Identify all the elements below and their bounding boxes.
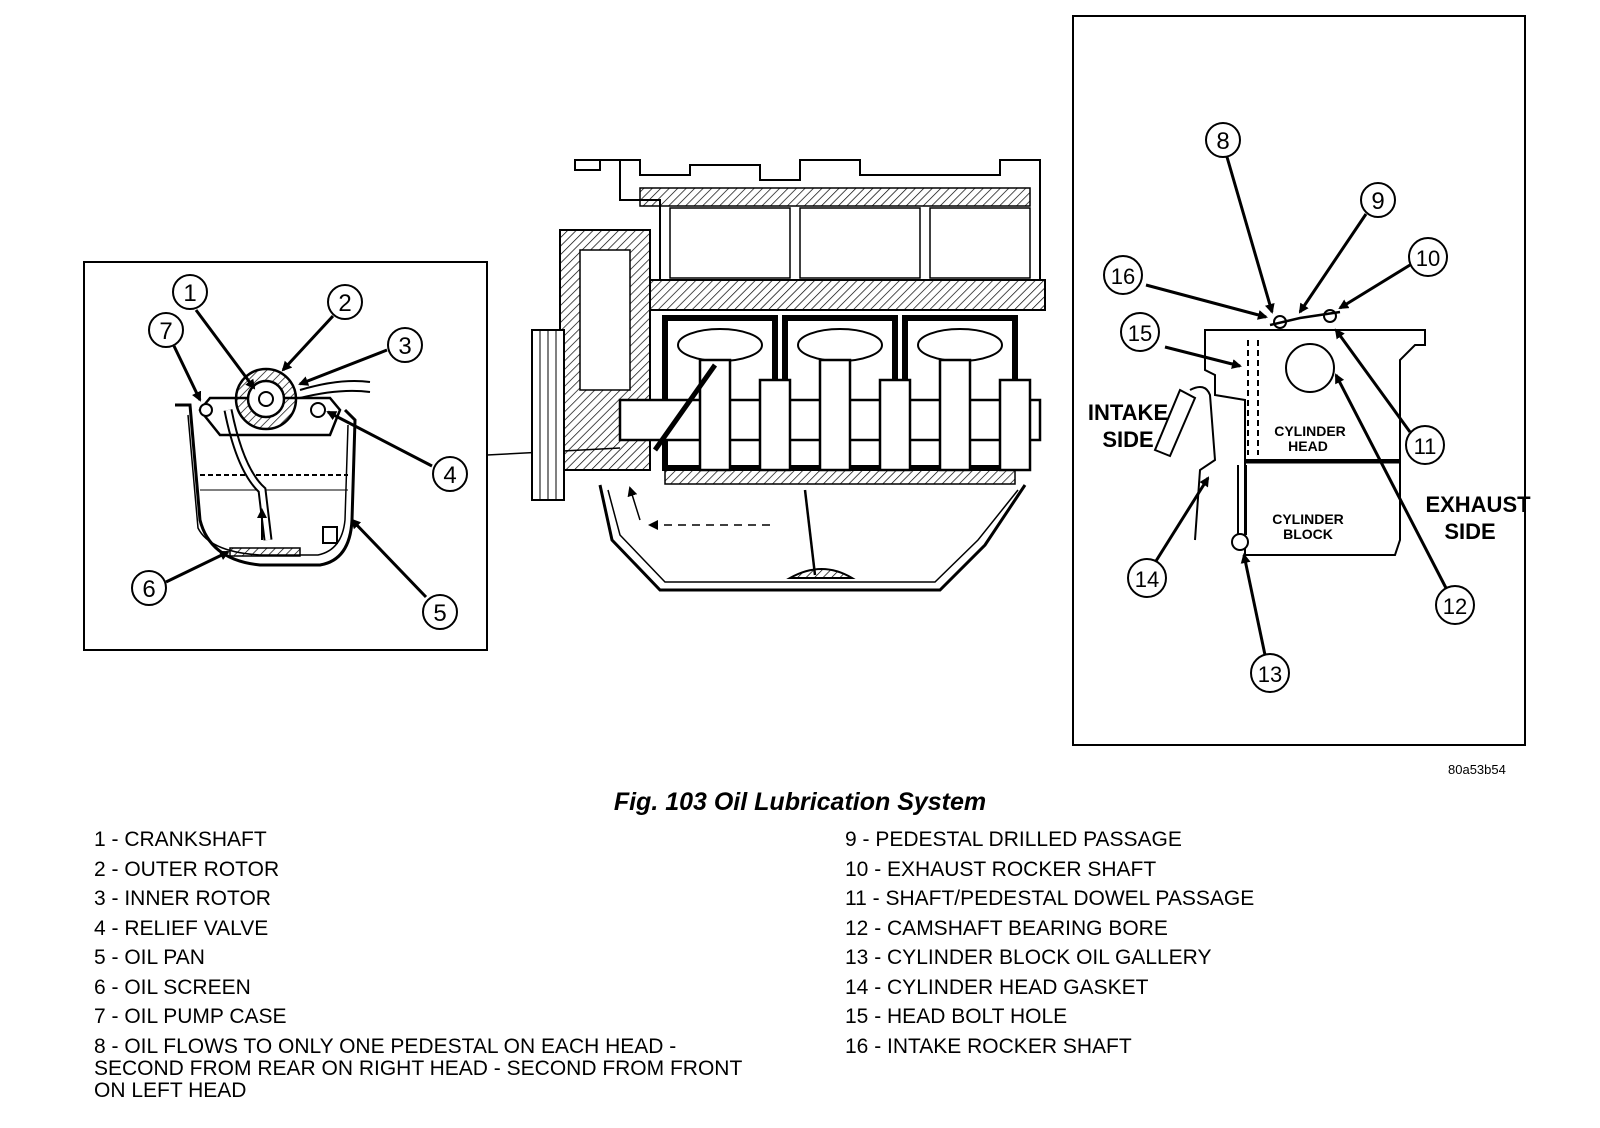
callout-16: 16 <box>1103 255 1268 320</box>
svg-text:HEAD: HEAD <box>1288 438 1328 454</box>
legend-item: 10 - EXHAUST ROCKER SHAFT <box>845 857 1157 881</box>
svg-text:6: 6 <box>142 576 155 603</box>
svg-text:14: 14 <box>1135 567 1159 592</box>
svg-text:12: 12 <box>1443 594 1467 619</box>
svg-text:2: 2 <box>338 290 351 317</box>
callout-8: 8 <box>1205 122 1275 314</box>
callout-7: 7 <box>148 312 202 402</box>
svg-text:1: 1 <box>183 280 196 307</box>
callout-14: 14 <box>1127 476 1210 598</box>
legend-item: 9 - PEDESTAL DRILLED PASSAGE <box>845 828 1182 851</box>
legend-item: 14 - CYLINDER HEAD GASKET <box>845 975 1149 999</box>
legend-right: 9 - PEDESTAL DRILLED PASSAGE 10 - EXHAUS… <box>845 825 1545 1061</box>
legend-item: 4 - RELIEF VALVE <box>94 916 269 940</box>
legend-item: 1 - CRANKSHAFT <box>94 828 267 851</box>
svg-text:5: 5 <box>433 600 446 627</box>
callout-12: 12 <box>1334 373 1475 625</box>
svg-text:15: 15 <box>1128 321 1152 346</box>
oil-pan-shape <box>175 403 357 567</box>
svg-text:10: 10 <box>1416 246 1440 271</box>
legend-item: 13 - CYLINDER BLOCK OIL GALLERY <box>845 946 1212 969</box>
exhaust-side-label: EXHAUST <box>1425 492 1531 517</box>
legend-item: 3 - INNER ROTOR <box>94 887 271 910</box>
legend-item: 8 - OIL FLOWS TO ONLY ONE PEDESTAL ON EA… <box>94 1034 742 1102</box>
intake-side-label: INTAKE <box>1088 400 1168 425</box>
legend-item: 12 - CAMSHAFT BEARING BORE <box>845 916 1168 940</box>
legend-item: 2 - OUTER ROTOR <box>94 857 280 881</box>
svg-text:7: 7 <box>159 318 172 345</box>
svg-text:BLOCK: BLOCK <box>1283 526 1333 542</box>
cylinder-head-inset: CYLINDER HEAD CYLINDER BLOCK INTAKE SIDE… <box>1072 15 1531 746</box>
callout-3: 3 <box>298 327 423 386</box>
callout-10: 10 <box>1338 237 1448 310</box>
callout-15: 15 <box>1120 312 1242 369</box>
legend-item: 6 - OIL SCREEN <box>94 975 251 999</box>
engine-cutaway <box>531 159 1046 592</box>
callout-6: 6 <box>131 550 230 606</box>
svg-text:CYLINDER: CYLINDER <box>1274 423 1346 439</box>
callout-5: 5 <box>350 518 458 630</box>
svg-text:16: 16 <box>1111 264 1135 289</box>
inset-frame-left <box>83 261 488 651</box>
svg-text:SIDE: SIDE <box>1444 519 1495 544</box>
callout-4: 4 <box>326 410 468 492</box>
lubrication-diagram: 1 2 3 4 5 6 7 <box>83 15 1531 746</box>
svg-text:9: 9 <box>1371 188 1384 215</box>
oil-pump-inset: 1 2 3 4 5 6 7 <box>83 261 488 651</box>
svg-text:8: 8 <box>1216 128 1229 155</box>
figure-caption: Fig. 103 Oil Lubrication System <box>613 788 987 816</box>
svg-text:CYLINDER: CYLINDER <box>1272 511 1344 527</box>
legend-item: 16 - INTAKE ROCKER SHAFT <box>845 1034 1132 1058</box>
legend-left: 1 - CRANKSHAFT 2 - OUTER ROTOR 3 - INNER… <box>94 825 794 1102</box>
callout-9: 9 <box>1298 182 1396 314</box>
svg-text:13: 13 <box>1258 662 1282 687</box>
callout-1: 1 <box>172 274 256 390</box>
svg-text:SIDE: SIDE <box>1102 427 1153 452</box>
svg-text:11: 11 <box>1414 434 1437 459</box>
legend-item: 15 - HEAD BOLT HOLE <box>845 1005 1068 1028</box>
svg-text:4: 4 <box>443 462 456 489</box>
legend-item: 11 - SHAFT/PEDESTAL DOWEL PASSAGE <box>845 887 1255 910</box>
inset-frame-right <box>1072 15 1526 746</box>
callout-13: 13 <box>1240 553 1290 693</box>
engine-oil-pan <box>598 484 1027 592</box>
legend-item: 5 - OIL PAN <box>94 946 205 969</box>
legend-item: 7 - OIL PUMP CASE <box>94 1005 287 1028</box>
svg-text:3: 3 <box>398 333 411 360</box>
figure-id: 80a53b54 <box>1448 762 1506 777</box>
callout-11: 11 <box>1334 328 1445 465</box>
callout-2: 2 <box>281 284 363 372</box>
